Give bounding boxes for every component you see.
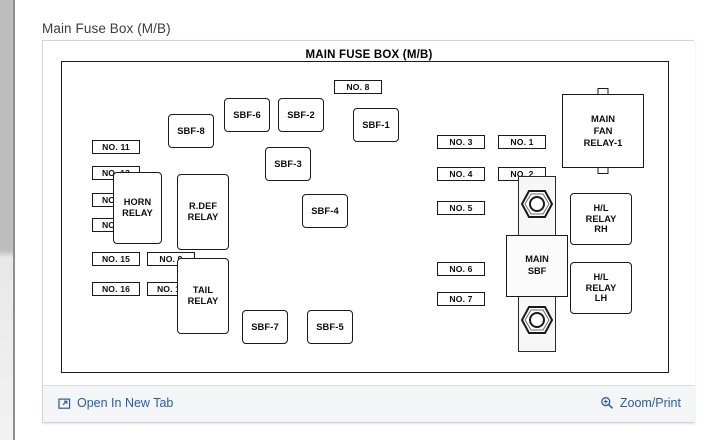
fuse-label-no-7[interactable]: NO. 7 <box>437 292 485 306</box>
open-in-new-tab-button[interactable]: Open In New Tab <box>58 396 173 410</box>
fuse-label-no-8[interactable]: NO. 8 <box>334 80 382 94</box>
left-white-gutter <box>15 0 42 440</box>
fuse-label-no-11[interactable]: NO. 11 <box>92 140 140 154</box>
relay-line: RELAY-1 <box>583 137 623 149</box>
relay-tab-top <box>597 88 609 94</box>
main-sbf-bolt-bottom <box>520 304 554 341</box>
relay-line: RELAY <box>187 212 219 222</box>
block-sbf-8[interactable]: SBF-8 <box>168 114 214 148</box>
block-sbf-7[interactable]: SBF-7 <box>242 310 288 344</box>
relay-line: RH <box>594 224 608 235</box>
left-divider-rule <box>13 0 15 440</box>
fuse-label-no-15[interactable]: NO. 15 <box>92 252 140 266</box>
main-sbf-line: SBF <box>527 266 547 276</box>
zoom-print-label: Zoom/Print <box>619 396 681 410</box>
relay-line: RELAY <box>585 282 617 293</box>
block-sbf-2[interactable]: SBF-2 <box>278 98 324 132</box>
relay-line: FAN <box>593 124 613 136</box>
block-sbf-4[interactable]: SBF-4 <box>302 194 348 228</box>
relay-tab-bottom <box>597 168 609 174</box>
block-sbf-3[interactable]: SBF-3 <box>265 147 311 181</box>
relay-line: RELAY <box>585 213 617 224</box>
magnifier-plus-icon <box>600 396 614 410</box>
main-sbf-line: MAIN <box>525 254 549 265</box>
open-in-new-tab-label: Open In New Tab <box>77 396 174 410</box>
block-sbf-6[interactable]: SBF-6 <box>224 98 270 132</box>
relay-line: H/L <box>593 202 609 213</box>
block-sbf-1[interactable]: SBF-1 <box>353 108 399 142</box>
page-title: Main Fuse Box (M/B) <box>42 21 171 36</box>
fuse-label-no-5[interactable]: NO. 5 <box>437 201 485 215</box>
fuse-label-no-1[interactable]: NO. 1 <box>498 135 546 149</box>
relay-line: HORN <box>123 197 152 208</box>
left-chrome-strip <box>0 0 13 440</box>
block-sbf-5[interactable]: SBF-5 <box>307 310 353 344</box>
fuse-label-no-6[interactable]: NO. 6 <box>437 262 485 276</box>
relay-line: RELAY <box>122 208 153 218</box>
relay-line: MAIN <box>591 112 615 124</box>
external-link-icon <box>58 397 71 410</box>
relay-line: RELAY <box>187 296 219 306</box>
main-sbf-bolt-top <box>520 188 554 225</box>
diagram-footer-toolbar: Open In New Tab Zoom/Print <box>43 385 695 422</box>
relay-line: R.DEF <box>188 201 218 212</box>
fuse-label-no-16[interactable]: NO. 16 <box>92 282 140 296</box>
relay-line: LH <box>594 293 608 304</box>
relay-line: TAIL <box>192 285 214 296</box>
relay-line: H/L <box>593 271 609 282</box>
fuse-label-no-3[interactable]: NO. 3 <box>437 135 485 149</box>
diagram-title: MAIN FUSE BOX (M/B) <box>305 49 433 61</box>
zoom-print-button[interactable]: Zoom/Print <box>600 396 681 410</box>
fuse-label-no-4[interactable]: NO. 4 <box>437 167 485 181</box>
